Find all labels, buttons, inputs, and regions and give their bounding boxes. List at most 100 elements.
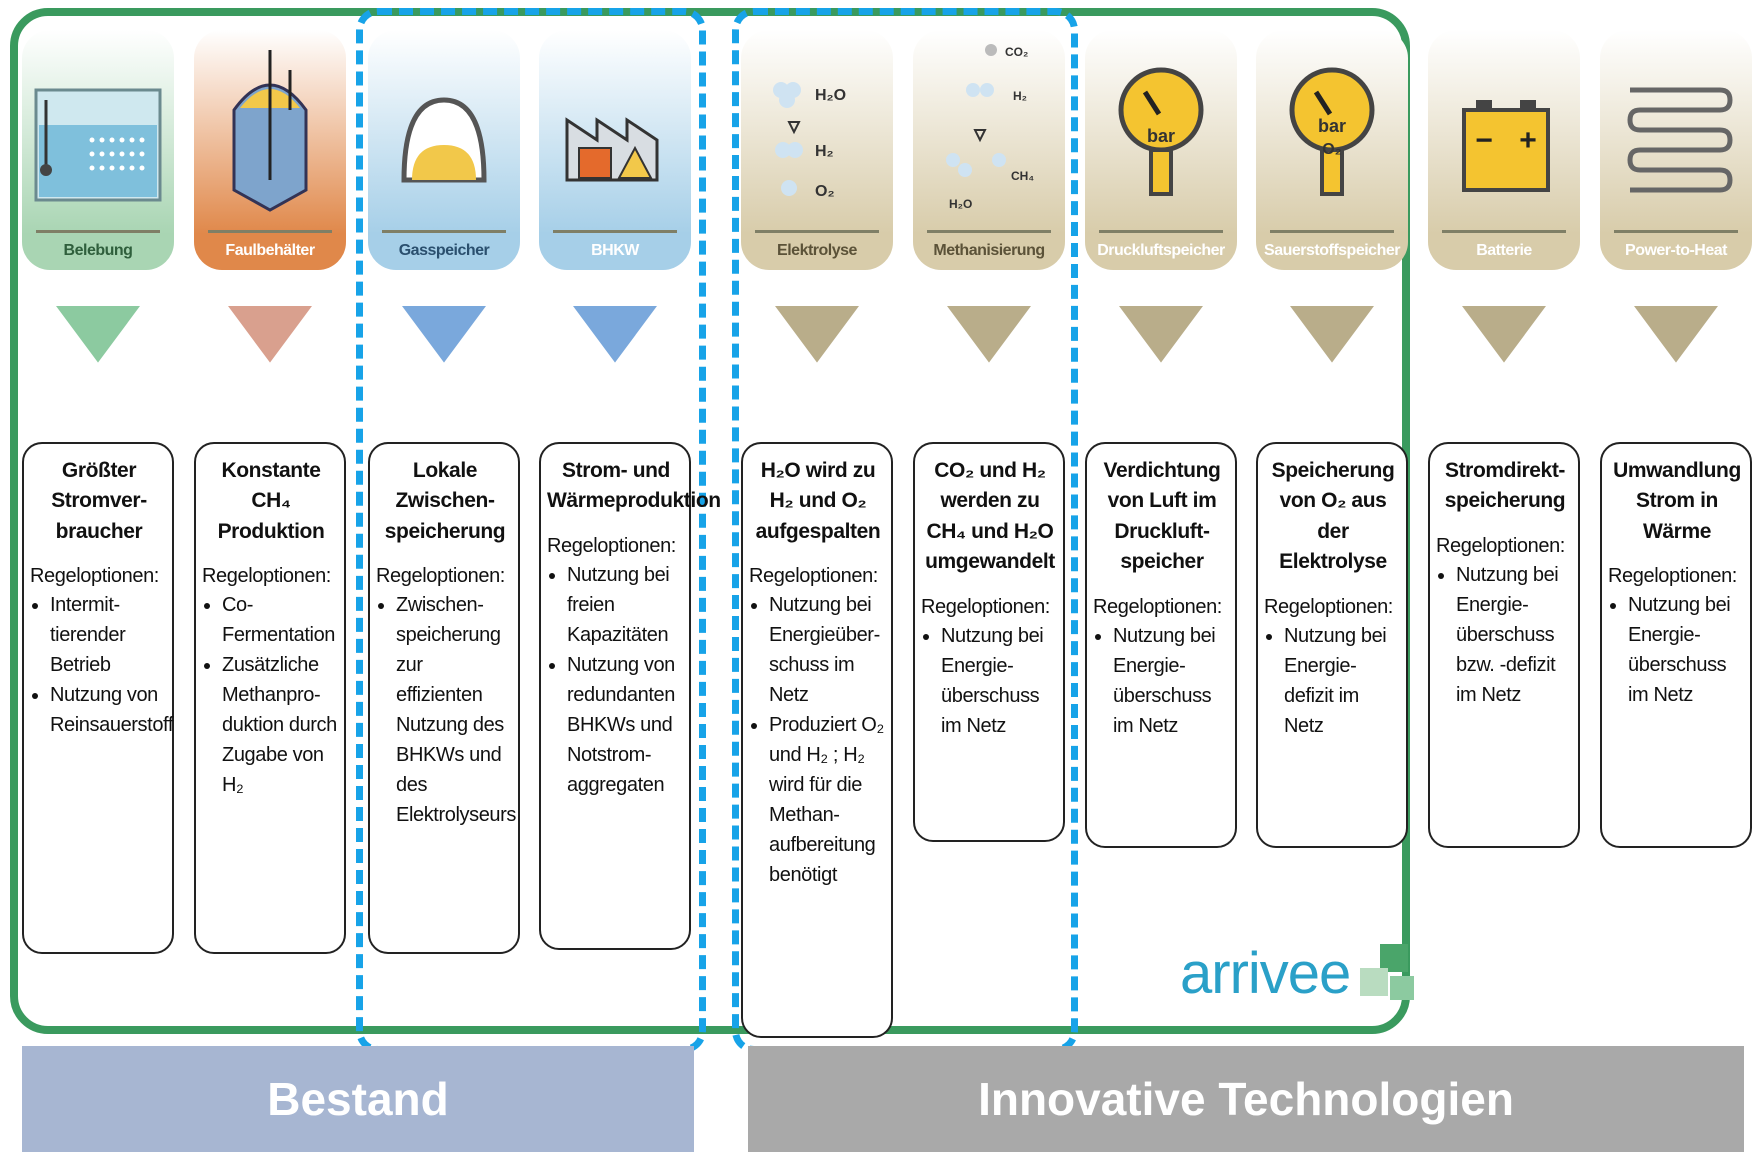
- column-batterie: −+ Batterie: [1428, 30, 1580, 370]
- batterie-arrow-icon: [1454, 302, 1554, 370]
- gasspeicher-options-title: Regeloptionen:: [376, 565, 505, 588]
- svg-text:H₂O: H₂O: [815, 87, 846, 104]
- methanisierung-option: Nutzung bei Energie-überschuss im Netz: [941, 621, 1059, 741]
- bhkw-option: Nutzung bei freien Kapazitäten: [567, 560, 685, 650]
- bhkw-icon: [539, 30, 691, 230]
- gasspeicher-label: Gasspeicher: [398, 242, 490, 259]
- faulbehaelter-option: Zusätzliche Methanpro-duktion durch Zuga…: [222, 650, 340, 800]
- methanisierung-divider: [927, 230, 1051, 233]
- methanisierung-heading: CO₂ und H₂ werden zu CH₄ und H₂O umgewan…: [925, 459, 1055, 574]
- sauerstoffspeicher-heading: Speicherung von O₂ aus der Elektrolyse: [1271, 459, 1395, 574]
- bestand-label: Bestand: [267, 1073, 449, 1125]
- belebung-option: Nutzung von Reinsauerstoff: [50, 680, 173, 740]
- belebung-options-title: Regeloptionen:: [30, 565, 159, 588]
- power-to-heat-heading: Umwandlung Strom in Wärme: [1613, 459, 1741, 543]
- batterie-option: Nutzung bei Energie-überschuss bzw. -def…: [1456, 560, 1574, 710]
- svg-text:−: −: [1475, 124, 1493, 157]
- power-to-heat-card: Umwandlung Strom in WärmeRegeloptionen:N…: [1600, 442, 1752, 848]
- sauerstoffspeicher-options-title: Regeloptionen:: [1264, 595, 1393, 618]
- bhkw-arrow-icon: [565, 302, 665, 370]
- svg-text:bar: bar: [1147, 126, 1175, 146]
- gasspeicher-divider: [382, 230, 506, 233]
- sauerstoffspeicher-divider: [1270, 230, 1394, 233]
- elektrolyse-label: Elektrolyse: [777, 242, 857, 259]
- gasspeicher-icon: [368, 30, 520, 230]
- elektrolyse-option: Nutzung bei Energieüber-schuss im Netz: [769, 590, 887, 710]
- bhkw-tile: BHKW: [539, 30, 691, 270]
- column-faulbehaelter: Faulbehälter: [194, 30, 346, 370]
- faulbehaelter-card: Konstante CH₄ ProduktionRegeloptionen:Co…: [194, 442, 346, 954]
- druckluftspeicher-card: Verdichtung von Luft im Druckluft-speich…: [1085, 442, 1237, 848]
- belebung-options-list: Intermit-tierender BetriebNutzung von Re…: [30, 590, 173, 740]
- belebung-divider: [36, 230, 160, 233]
- logo-text: arrivee: [1180, 941, 1351, 1006]
- faulbehaelter-divider: [208, 230, 332, 233]
- sauerstoffspeicher-options-list: Nutzung bei Energie-defizit im Netz: [1264, 621, 1402, 741]
- column-bhkw: BHKW: [539, 30, 691, 370]
- bhkw-options-list: Nutzung bei freien KapazitätenNutzung vo…: [547, 560, 685, 800]
- gasspeicher-options-list: Zwischen-speicherung zur effizienten Nut…: [376, 590, 516, 830]
- power-to-heat-options-list: Nutzung bei Energie-überschuss im Netz: [1608, 590, 1746, 710]
- faulbehaelter-options-title: Regeloptionen:: [202, 565, 331, 588]
- power-to-heat-options-title: Regeloptionen:: [1608, 565, 1737, 588]
- power-to-heat-tile: Power-to-Heat: [1600, 30, 1752, 270]
- batterie-card: Stromdirekt-speicherungRegeloptionen:Nut…: [1428, 442, 1580, 848]
- elektrolyse-divider: [755, 230, 879, 233]
- elektrolyse-arrow-icon: [767, 302, 867, 370]
- belebung-heading: Größter Stromver-braucher: [51, 459, 147, 543]
- faulbehaelter-tile: Faulbehälter: [194, 30, 346, 270]
- bhkw-label: BHKW: [591, 242, 639, 259]
- faulbehaelter-option: Co-Fermentation: [222, 590, 340, 650]
- bhkw-heading: Strom- und Wärmeproduktion: [547, 459, 721, 513]
- methanisierung-label: Methanisierung: [933, 242, 1045, 259]
- belebung-icon: [22, 30, 174, 230]
- gasspeicher-heading: Lokale Zwischen-speicherung: [384, 459, 506, 543]
- svg-text:CH₄: CH₄: [1011, 169, 1034, 183]
- druckluftspeicher-icon: bar: [1085, 30, 1237, 230]
- elektrolyse-heading: H₂O wird zu H₂ und O₂ aufgespalten: [755, 459, 881, 543]
- faulbehaelter-icon: [194, 30, 346, 230]
- arrivee-logo: arrivee: [1180, 940, 1414, 1007]
- power-to-heat-arrow-icon: [1626, 302, 1726, 370]
- logo-mark-icon: [1360, 944, 1414, 1000]
- bhkw-divider: [553, 230, 677, 233]
- belebung-label: Belebung: [63, 242, 133, 259]
- sauerstoffspeicher-label: Sauerstoffspeicher: [1264, 242, 1400, 259]
- methanisierung-options-list: Nutzung bei Energie-überschuss im Netz: [921, 621, 1059, 741]
- druckluftspeicher-label: Druckluftspeicher: [1097, 242, 1225, 259]
- druckluftspeicher-option: Nutzung bei Energie-überschuss im Netz: [1113, 621, 1231, 741]
- innovative-technologien-label: Innovative Technologien: [978, 1073, 1514, 1125]
- svg-text:+: +: [1519, 124, 1537, 157]
- power-to-heat-label: Power-to-Heat: [1625, 242, 1727, 259]
- druckluftspeicher-arrow-icon: [1111, 302, 1211, 370]
- batterie-tile: −+ Batterie: [1428, 30, 1580, 270]
- bhkw-option: Nutzung von redundanten BHKWs und Notstr…: [567, 650, 685, 800]
- power-to-heat-option: Nutzung bei Energie-überschuss im Netz: [1628, 590, 1746, 710]
- power-to-heat-icon: [1600, 30, 1752, 230]
- elektrolyse-options-list: Nutzung bei Energieüber-schuss im NetzPr…: [749, 590, 887, 890]
- power-to-heat-divider: [1614, 230, 1738, 233]
- svg-text:O₂: O₂: [815, 183, 835, 200]
- sauerstoffspeicher-option: Nutzung bei Energie-defizit im Netz: [1284, 621, 1402, 741]
- batterie-divider: [1442, 230, 1566, 233]
- belebung-arrow-icon: [48, 302, 148, 370]
- belebung-option: Intermit-tierender Betrieb: [50, 590, 168, 680]
- batterie-label: Batterie: [1476, 242, 1532, 259]
- batterie-options-title: Regeloptionen:: [1436, 534, 1565, 557]
- methanisierung-options-title: Regeloptionen:: [921, 595, 1050, 618]
- belebung-card: Größter Stromver-braucherRegeloptionen:I…: [22, 442, 174, 954]
